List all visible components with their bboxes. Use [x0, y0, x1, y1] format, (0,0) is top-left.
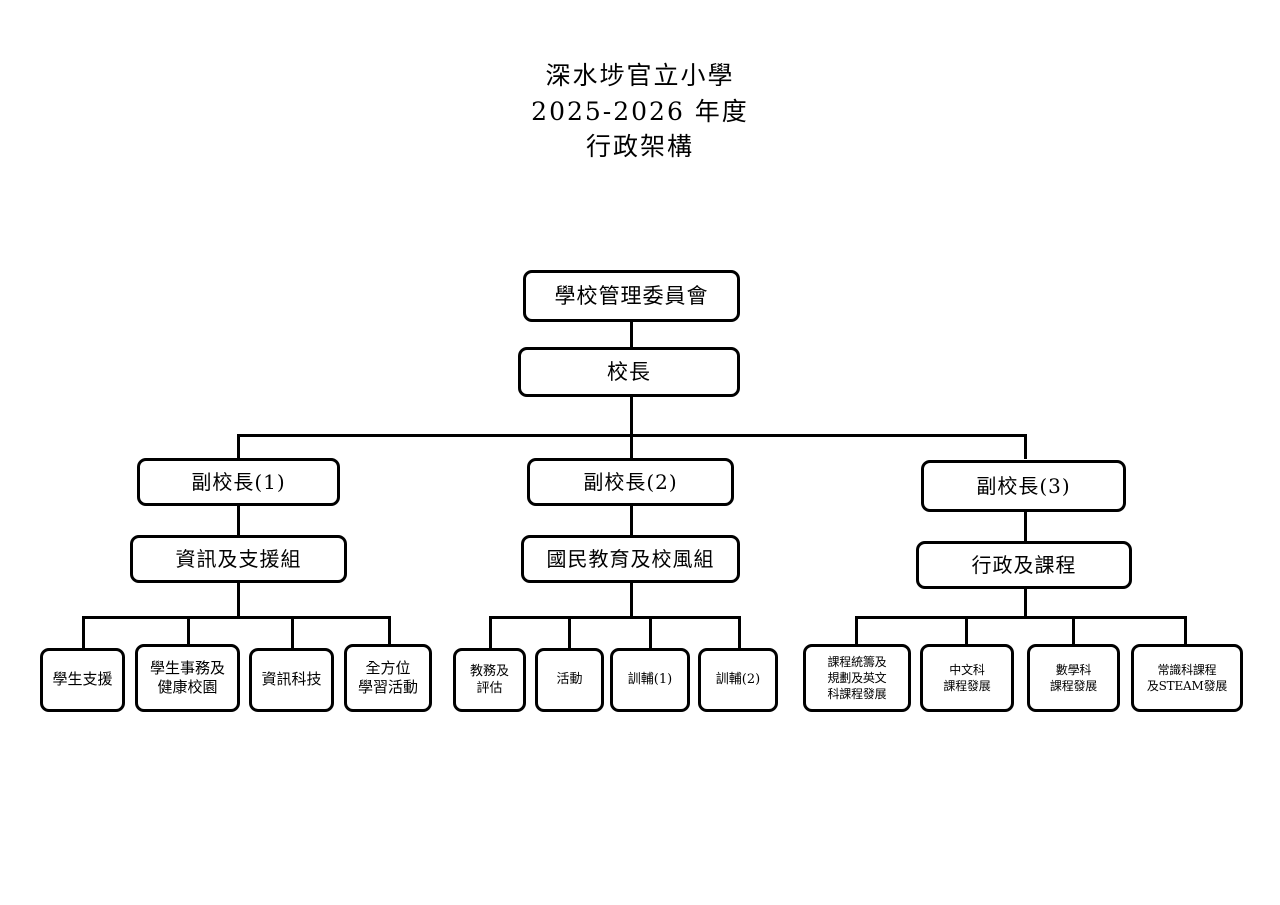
chart-title: 深水埗官立小學 2025-2026 年度 行政架構	[0, 58, 1280, 165]
node-department-administration-and-curriculum[interactable]: 行政及課程	[916, 541, 1132, 589]
node-label: 中文科 課程發展	[943, 662, 991, 693]
connector-leafbus-to-m3	[649, 616, 652, 649]
node-academic-affairs-and-assessment[interactable]: 教務及 評估	[453, 648, 526, 712]
node-label: 訓輔(1)	[627, 672, 673, 688]
node-curriculum-coordination-planning-and-english-curriculum-development[interactable]: 課程統籌及 規劃及英文 科課程發展	[803, 644, 911, 712]
connector-left-leaf-bus	[82, 616, 391, 619]
connector-leafbus-to-r3	[1072, 616, 1075, 645]
connector-dept2-down	[630, 583, 633, 618]
connector-leafbus-to-r2	[965, 616, 968, 645]
node-department-it-and-support[interactable]: 資訊及支援組	[130, 535, 347, 583]
connector-dept3-down	[1024, 589, 1027, 618]
node-label: 副校長(3)	[976, 473, 1071, 498]
node-vice-principal-3[interactable]: 副校長(3)	[921, 460, 1126, 512]
connector-leafbus-to-l4	[388, 616, 391, 649]
node-label: 常識科課程 及STEAM發展	[1146, 662, 1228, 693]
connector-leafbus-to-l1	[82, 616, 85, 649]
connector-right-leaf-bus	[855, 616, 1187, 619]
node-vice-principal-1[interactable]: 副校長(1)	[137, 458, 340, 506]
node-discipline-and-guidance-1[interactable]: 訓輔(1)	[610, 648, 690, 712]
node-discipline-and-guidance-2[interactable]: 訓輔(2)	[698, 648, 778, 712]
node-life-wide-learning-activities[interactable]: 全方位 學習活動	[344, 644, 432, 712]
title-line-chart-subject: 行政架構	[585, 132, 694, 161]
node-label: 國民教育及校風組	[546, 546, 715, 571]
connector-dept1-down	[237, 583, 240, 618]
connector-principal-down	[630, 395, 633, 436]
node-label: 資訊及支援組	[175, 546, 302, 571]
node-label: 學校管理委員會	[554, 283, 709, 308]
node-student-support[interactable]: 學生支援	[40, 648, 125, 712]
node-label: 數學科 課程發展	[1049, 662, 1098, 693]
connector-vp3-to-dept3	[1024, 512, 1027, 541]
node-label: 校長	[607, 359, 651, 384]
node-mathematics-curriculum-development[interactable]: 數學科 課程發展	[1027, 644, 1120, 712]
connector-leafbus-to-l3	[291, 616, 294, 649]
connector-bus-to-vp2	[630, 434, 633, 459]
connector-vp1-to-dept1	[237, 506, 240, 535]
connector-leafbus-to-r1	[855, 616, 858, 645]
node-information-technology[interactable]: 資訊科技	[249, 648, 334, 712]
connector-leafbus-to-m2	[568, 616, 571, 649]
node-label: 學生支援	[52, 670, 113, 689]
connector-leafbus-to-m4	[738, 616, 741, 649]
node-student-affairs-and-healthy-campus[interactable]: 學生事務及 健康校園	[135, 644, 240, 712]
node-label: 資訊科技	[261, 670, 322, 689]
node-label: 課程統籌及 規劃及英文 科課程發展	[827, 654, 887, 702]
node-department-national-education-and-school-ethos[interactable]: 國民教育及校風組	[521, 535, 740, 583]
node-activities[interactable]: 活動	[535, 648, 604, 712]
connector-bus-to-vp1	[237, 434, 240, 459]
connector-vp2-to-dept2	[630, 506, 633, 535]
node-label: 副校長(2)	[583, 469, 678, 494]
connector-middle-leaf-bus	[489, 616, 741, 619]
node-general-studies-and-steam-development[interactable]: 常識科課程 及STEAM發展	[1131, 644, 1243, 712]
node-chinese-curriculum-development[interactable]: 中文科 課程發展	[920, 644, 1014, 712]
connector-leafbus-to-m1	[489, 616, 492, 649]
title-line-school-name: 深水埗官立小學	[545, 61, 735, 90]
connector-leafbus-to-l2	[187, 616, 190, 649]
connector-bus-to-vp3	[1024, 434, 1027, 459]
connector-smc-to-principal	[630, 320, 633, 349]
node-label: 訓輔(2)	[715, 672, 761, 688]
node-vice-principal-2[interactable]: 副校長(2)	[527, 458, 734, 506]
connector-leafbus-to-r4	[1184, 616, 1187, 645]
node-label: 全方位 學習活動	[357, 658, 418, 697]
node-label: 行政及課程	[971, 552, 1077, 577]
node-label: 學生事務及 健康校園	[149, 658, 225, 697]
node-label: 活動	[556, 672, 583, 688]
node-school-management-committee[interactable]: 學校管理委員會	[523, 270, 740, 322]
node-label: 教務及 評估	[469, 663, 509, 696]
node-label: 副校長(1)	[191, 469, 286, 494]
title-line-school-year: 2025-2026 年度	[531, 96, 749, 126]
node-principal[interactable]: 校長	[518, 347, 740, 397]
